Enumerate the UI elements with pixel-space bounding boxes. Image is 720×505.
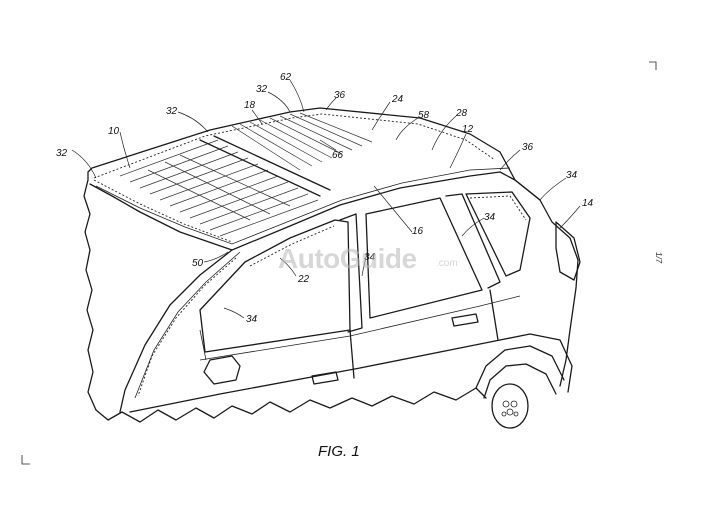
a-pillar-inner <box>135 252 240 398</box>
rear-wheel <box>484 364 556 428</box>
corner-mark-top-right <box>649 62 656 70</box>
ref-32a: 32 <box>56 148 68 159</box>
ref-32b: 32 <box>166 106 178 117</box>
roof-outline <box>88 108 540 200</box>
ref-10: 10 <box>108 126 120 137</box>
reference-numerals: 32 10 32 18 32 62 36 24 58 28 12 66 36 3… <box>56 72 594 325</box>
front-window <box>200 220 350 352</box>
watermark: AutoGuide <box>278 243 417 274</box>
ref-66: 66 <box>332 150 344 161</box>
ref-34b: 34 <box>484 212 496 223</box>
ref-28: 28 <box>455 108 468 119</box>
solar-panel-array <box>120 113 372 236</box>
rear-door-rear-edge <box>490 290 498 340</box>
quarter-window <box>466 192 530 276</box>
ref-34d: 34 <box>246 314 258 325</box>
ref-22: 22 <box>297 274 310 285</box>
corner-mark-bottom-left <box>22 455 30 464</box>
ref-50: 50 <box>192 258 204 269</box>
trim-dashed-a-pillar <box>138 258 236 396</box>
roof-dashed-perimeter <box>94 114 495 178</box>
ref-58: 58 <box>418 110 430 121</box>
ref-36a: 36 <box>334 90 346 101</box>
ref-14: 14 <box>582 198 594 209</box>
ref-36b: 36 <box>522 142 534 153</box>
rear-door-handle <box>452 314 478 326</box>
bottom-break-line <box>96 388 486 422</box>
front-door-rear-edge <box>350 330 354 378</box>
side-mirror <box>204 356 240 384</box>
watermark-suffix: .com <box>436 258 458 269</box>
ref-62: 62 <box>280 72 292 83</box>
ref-12: 12 <box>462 124 474 135</box>
tail-light <box>556 222 580 280</box>
figure-caption: FIG. 1 <box>318 443 360 460</box>
leader-lines <box>72 80 580 318</box>
ref-34a: 34 <box>566 170 578 181</box>
sheet-number: 1/7 <box>654 252 663 264</box>
front-break-line <box>84 180 96 410</box>
ref-16: 16 <box>412 226 424 237</box>
roof-side-edge <box>90 172 515 250</box>
ref-32c: 32 <box>256 84 268 95</box>
ref-18: 18 <box>244 100 256 111</box>
ref-24: 24 <box>391 94 404 105</box>
front-door-handle <box>312 372 338 384</box>
